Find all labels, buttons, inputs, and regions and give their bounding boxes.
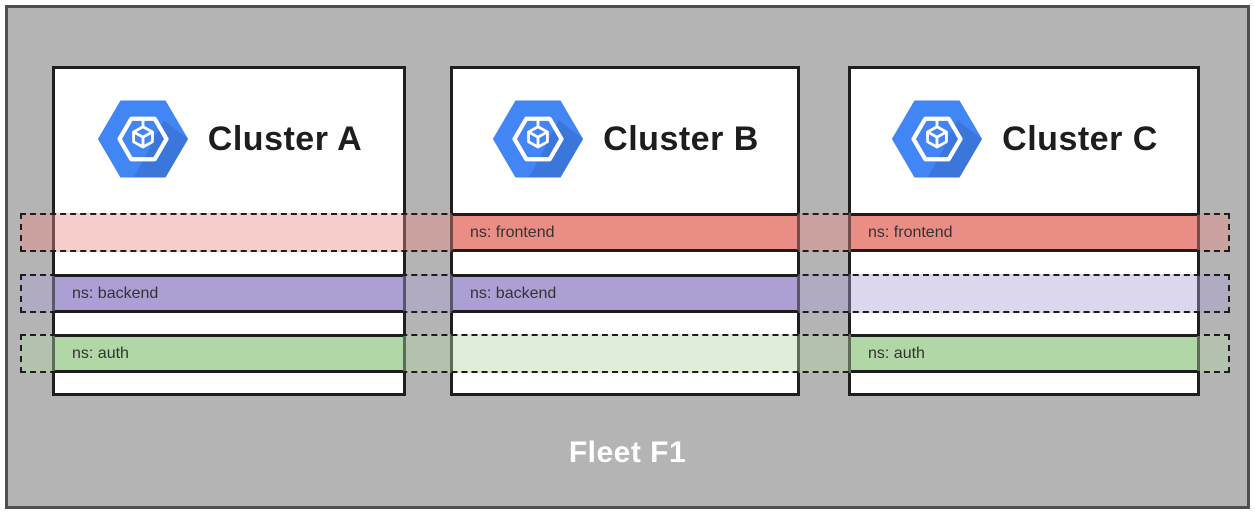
namespace-segment-auth-cluster-c: ns: auth — [851, 334, 1197, 373]
cluster-a-header: Cluster A — [55, 91, 403, 187]
gke-cluster-icon — [493, 100, 584, 178]
namespace-label: ns: backend — [72, 285, 159, 302]
cluster-c-title: Cluster C — [1002, 119, 1158, 158]
cluster-c-header: Cluster C — [851, 91, 1197, 187]
namespace-segment-backend-cluster-b: ns: backend — [453, 274, 797, 313]
gke-cluster-icon — [892, 100, 983, 178]
cluster-b-header: Cluster B — [453, 91, 797, 187]
namespace-segment-auth-cluster-a: ns: auth — [55, 334, 403, 373]
namespace-segment-backend-cluster-a: ns: backend — [55, 274, 403, 313]
cluster-b-title: Cluster B — [603, 119, 759, 158]
namespace-label: ns: auth — [72, 345, 129, 362]
namespace-label: ns: frontend — [868, 224, 953, 241]
namespace-segment-frontend-cluster-c: ns: frontend — [851, 213, 1197, 252]
namespace-label: ns: auth — [868, 345, 925, 362]
gke-cluster-icon — [97, 100, 188, 178]
namespace-segment-frontend-cluster-b: ns: frontend — [453, 213, 797, 252]
namespace-label: ns: backend — [470, 285, 557, 302]
namespace-label: ns: frontend — [470, 224, 555, 241]
cluster-a-title: Cluster A — [207, 119, 363, 158]
fleet-label: Fleet F1 — [568, 436, 687, 469]
